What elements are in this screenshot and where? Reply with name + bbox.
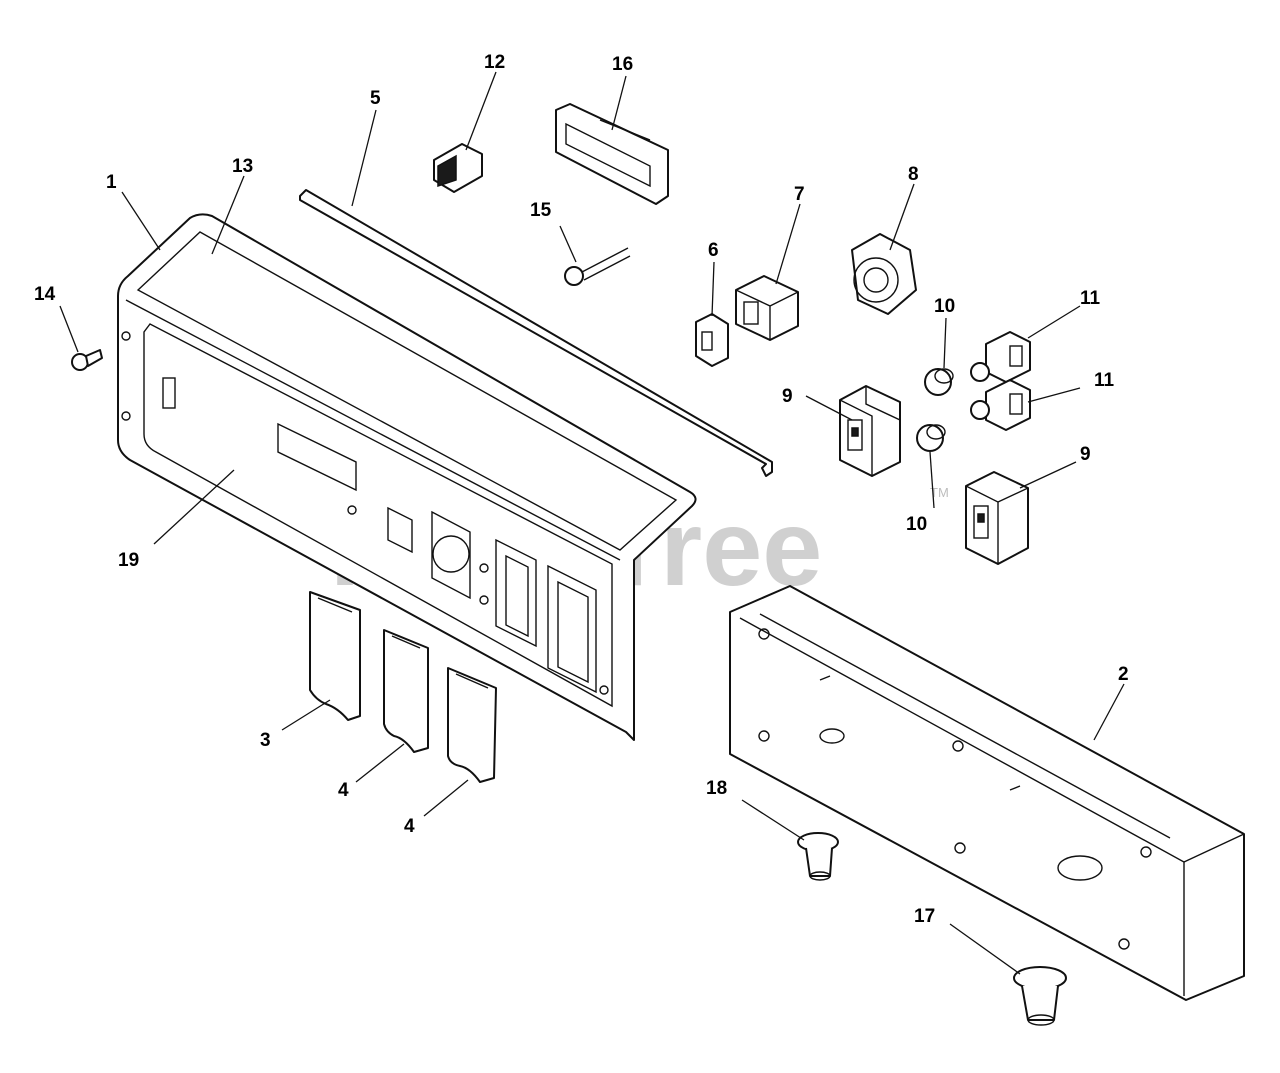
callout-labels: 1 2 3 4 4 5 6 7 8 9 9 10 10 11 11 12 13 … xyxy=(34,52,1129,927)
control-panel xyxy=(117,213,697,741)
callout-4-b: 4 xyxy=(404,816,415,837)
callout-16: 16 xyxy=(612,54,633,75)
part-15-lamp xyxy=(564,247,631,286)
callout-12: 12 xyxy=(484,52,505,73)
part-11-breaker-upper xyxy=(970,331,1031,383)
callout-4-a: 4 xyxy=(338,780,349,801)
callout-3: 3 xyxy=(260,730,271,751)
callout-14: 14 xyxy=(34,284,56,305)
callout-5: 5 xyxy=(370,88,381,109)
callout-13: 13 xyxy=(232,156,253,177)
part-3-cover xyxy=(309,591,361,721)
part-8-receptacle xyxy=(851,233,917,315)
part-17-grommet xyxy=(1013,966,1067,1026)
part-9-outlet-lower xyxy=(965,471,1029,565)
leader-lines xyxy=(59,71,1125,975)
part-18-grommet xyxy=(797,832,839,881)
part-2-housing xyxy=(729,585,1245,1001)
callout-9-b: 9 xyxy=(1080,444,1091,465)
part-12-switch xyxy=(433,143,483,193)
callout-2: 2 xyxy=(1118,664,1129,685)
part-5-rod xyxy=(299,189,773,477)
part-7-breaker xyxy=(735,275,799,341)
callout-10-b: 10 xyxy=(906,514,927,535)
callout-17: 17 xyxy=(914,906,935,927)
part-10-button-lower xyxy=(916,424,946,452)
watermark-trademark: TM xyxy=(930,485,949,500)
callout-18: 18 xyxy=(706,778,727,799)
part-14-screw xyxy=(71,349,103,371)
part-16-display xyxy=(555,103,669,205)
callout-1: 1 xyxy=(106,172,117,193)
callout-10-a: 10 xyxy=(934,296,955,317)
part-6-switch xyxy=(695,313,729,367)
callout-9-a: 9 xyxy=(782,386,793,407)
part-9-outlet-upper xyxy=(839,385,901,477)
callout-19: 19 xyxy=(118,550,139,571)
callout-11-b: 11 xyxy=(1094,370,1115,391)
part-11-breaker-lower xyxy=(970,379,1031,431)
callout-11-a: 11 xyxy=(1080,288,1101,309)
callout-8: 8 xyxy=(908,164,919,185)
part-10-button-upper xyxy=(924,368,954,396)
part-4-cover-left xyxy=(383,629,429,753)
part-4-cover-right xyxy=(447,667,497,783)
callout-15: 15 xyxy=(530,200,552,221)
callout-7: 7 xyxy=(794,184,805,205)
callout-6: 6 xyxy=(708,240,719,261)
